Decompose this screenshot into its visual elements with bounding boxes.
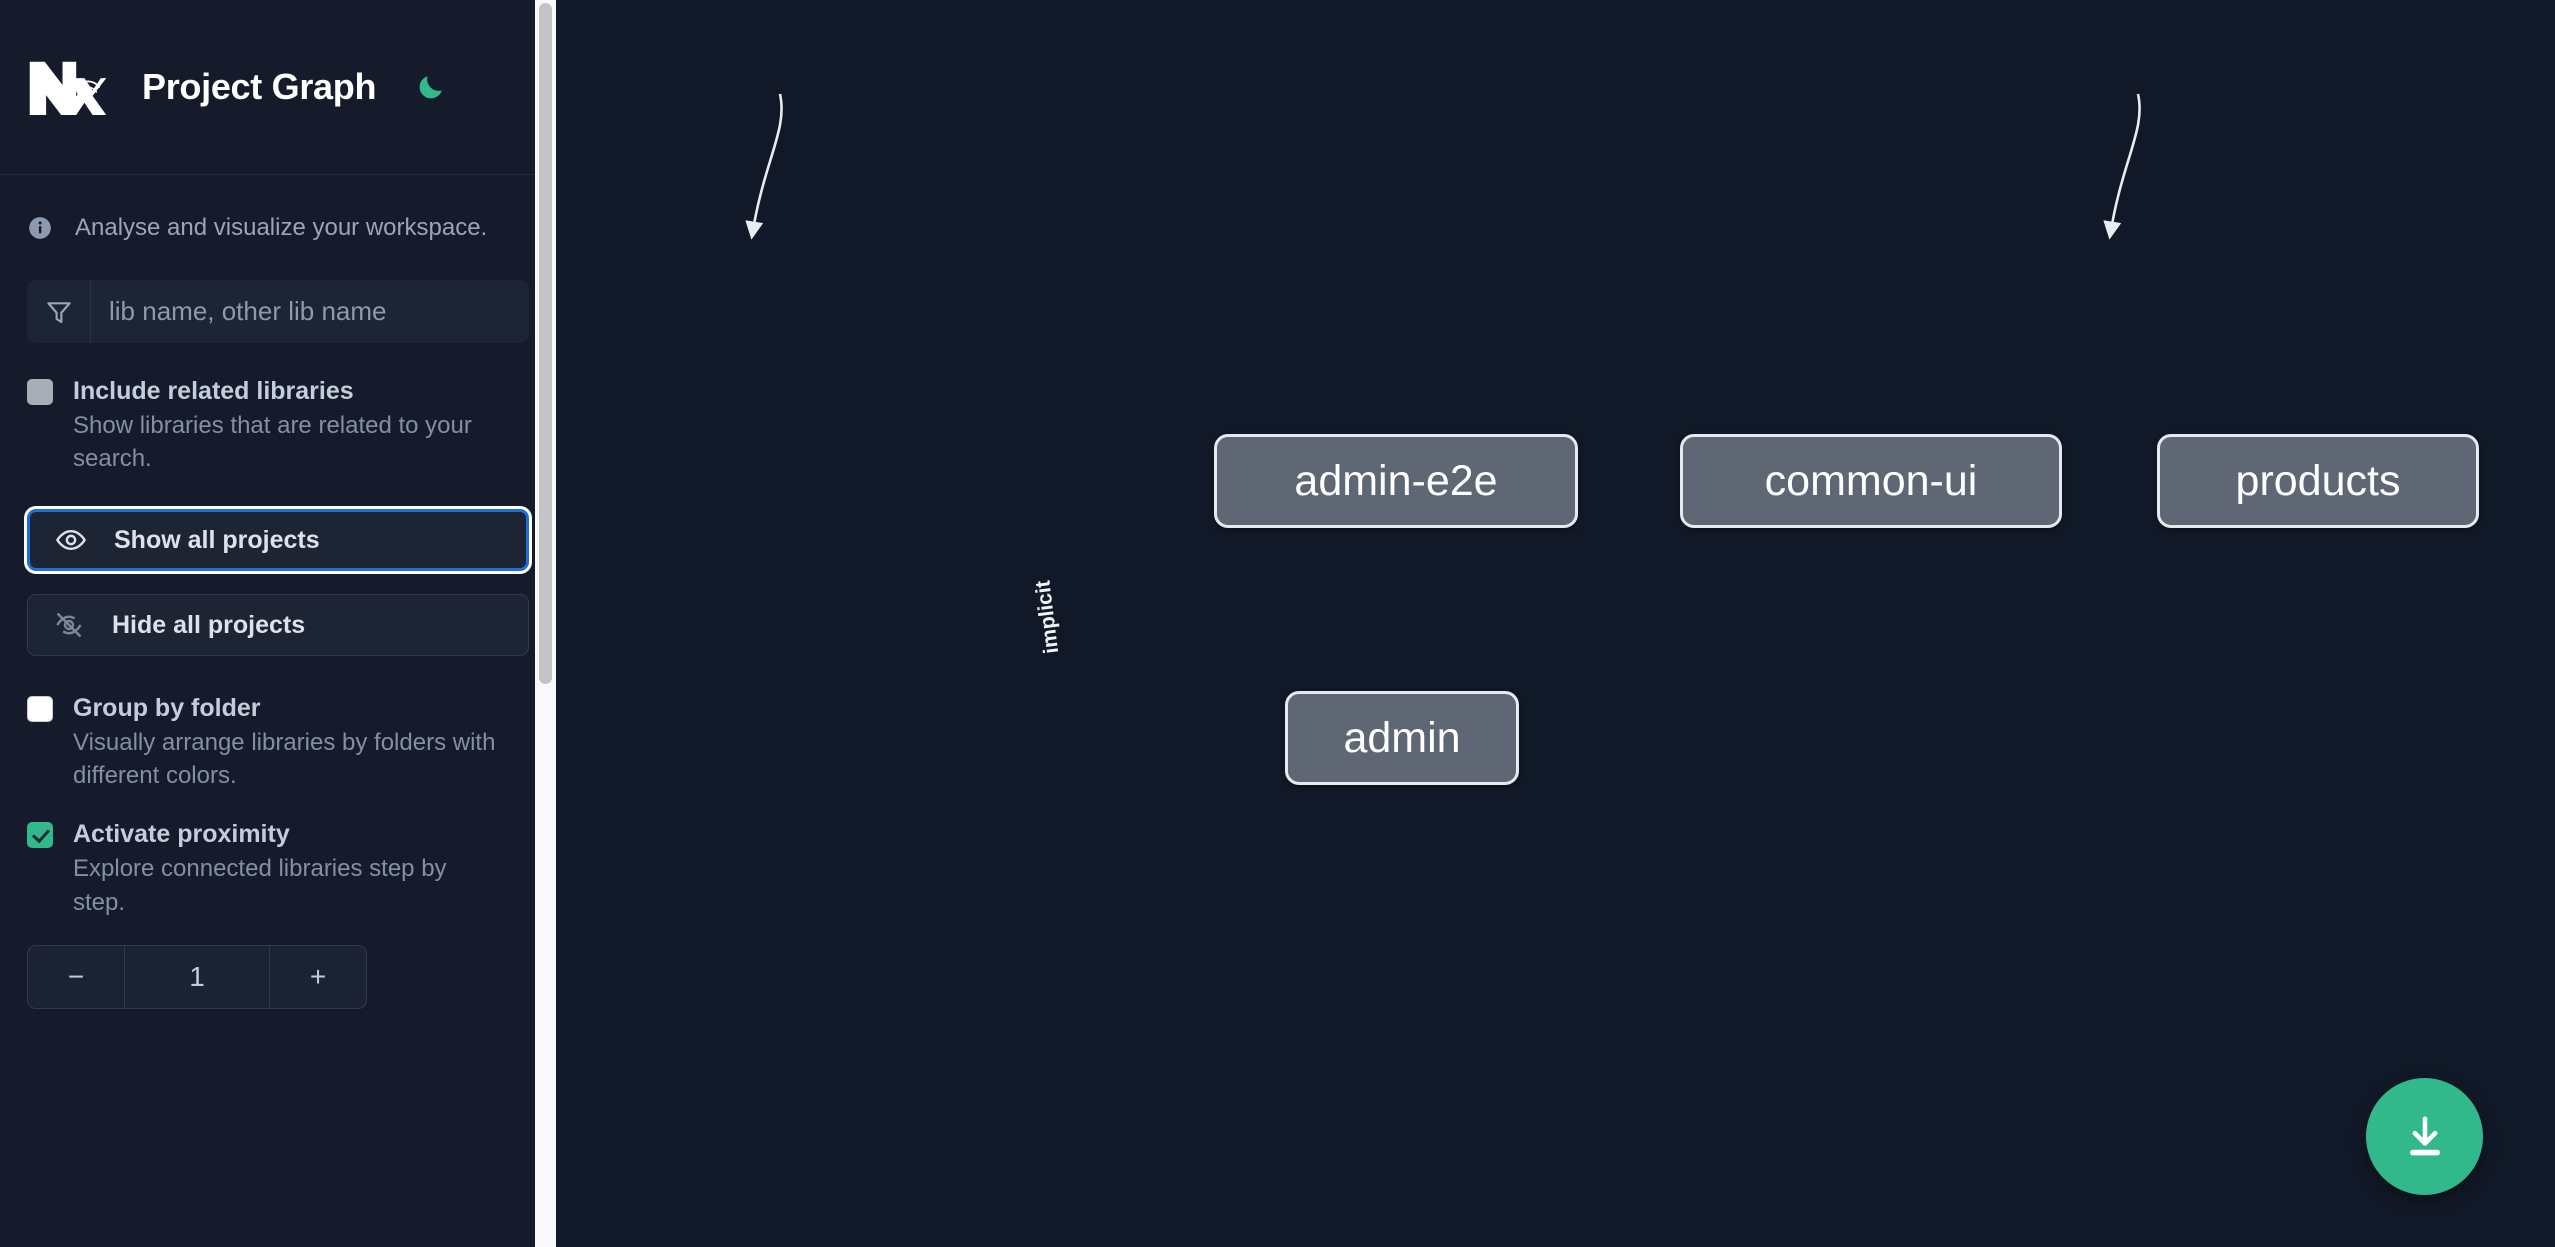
funnel-icon [27, 280, 91, 343]
graph-node-products[interactable]: products [2157, 434, 2479, 528]
sidebar-scrollbar-thumb[interactable] [539, 3, 552, 684]
tagline: Analyse and visualize your workspace. [0, 175, 556, 280]
checkbox-activate-proximity[interactable] [27, 822, 53, 849]
eye-icon [55, 523, 89, 557]
option-activate-proximity[interactable]: Activate proximity Explore connected lib… [27, 818, 529, 918]
page-title: Project Graph [142, 66, 377, 107]
show-all-projects-button[interactable]: Show all projects [27, 509, 529, 572]
sidebar-body: Include related libraries Show libraries… [0, 280, 556, 1009]
graph-edges [745, 93, 2141, 240]
option-label: Group by folder [73, 694, 261, 723]
sidebar-scrollbar[interactable] [535, 0, 556, 1247]
project-visibility-buttons: Show all projects Hide all projects [27, 509, 529, 657]
option-include-related-libraries[interactable]: Include related libraries Show libraries… [27, 375, 529, 475]
info-icon [27, 215, 53, 241]
option-description: Explore connected libraries step by step… [73, 855, 447, 916]
checkbox-group-by-folder[interactable] [27, 696, 53, 723]
graph-canvas[interactable]: implicit implicit admin-e2e common-ui pr… [556, 0, 2555, 1247]
proximity-decrement-button[interactable]: − [28, 945, 125, 1008]
tagline-text: Analyse and visualize your workspace. [75, 213, 488, 241]
graph-node-common-ui[interactable]: common-ui [1680, 434, 2062, 528]
proximity-increment-button[interactable]: + [269, 945, 366, 1008]
filter-field[interactable] [27, 280, 529, 343]
option-label: Activate proximity [73, 820, 290, 849]
sidebar-header: Project Graph [0, 0, 556, 175]
proximity-stepper[interactable]: − 1 + [27, 944, 367, 1009]
eye-off-icon [53, 608, 87, 642]
hide-all-projects-label: Hide all projects [112, 610, 306, 639]
option-group-by-folder[interactable]: Group by folder Visually arrange librari… [27, 692, 529, 792]
moon-icon[interactable] [408, 64, 454, 110]
graph-node-admin[interactable]: admin [1285, 691, 1519, 785]
show-all-projects-label: Show all projects [114, 525, 320, 554]
sidebar: Project Graph Analyse and visualize your… [0, 0, 556, 1247]
download-graph-button[interactable] [2366, 1078, 2483, 1195]
checkbox-include-related-libraries[interactable] [27, 379, 53, 405]
edge-label-implicit-admin: implicit [1031, 579, 1064, 655]
nx-logo-icon [27, 56, 109, 118]
option-description: Show libraries that are related to your … [73, 412, 472, 473]
hide-all-projects-button[interactable]: Hide all projects [27, 594, 529, 657]
graph-node-admin-e2e[interactable]: admin-e2e [1214, 434, 1578, 528]
filter-input[interactable] [91, 280, 529, 343]
option-description: Visually arrange libraries by folders wi… [73, 729, 496, 790]
proximity-value: 1 [189, 960, 205, 992]
option-label: Include related libraries [73, 377, 354, 405]
